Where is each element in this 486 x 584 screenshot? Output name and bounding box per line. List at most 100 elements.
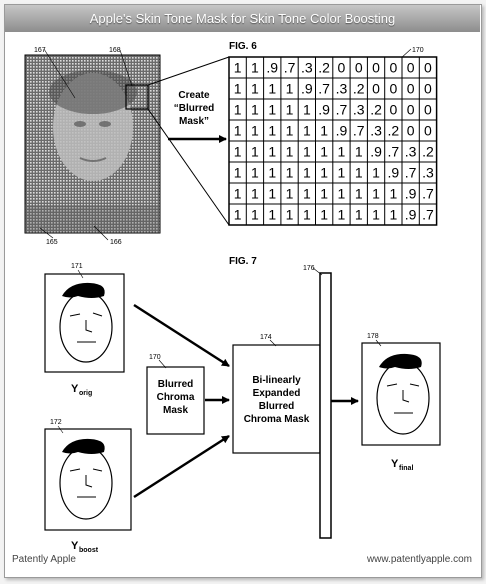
y-orig-label: Y (71, 383, 79, 395)
fig6-label: FIG. 6 (229, 41, 257, 52)
chroma-line-3: Mask (163, 405, 188, 416)
grid-cell-value: .7 (388, 144, 400, 160)
combiner-bar (319, 272, 332, 539)
expanded-line-3: Blurred (259, 401, 295, 412)
grid-cell-value: 1 (286, 165, 294, 181)
grid-cell-value: .2 (370, 102, 382, 118)
grid-cell-value: 1 (234, 144, 242, 160)
grid-cell-value: .7 (422, 207, 434, 223)
grid-cell-value: 1 (338, 186, 346, 202)
grid-cell-value: 0 (424, 81, 432, 97)
grid-cell-value: 1 (234, 165, 242, 181)
ref-174: 174 (260, 334, 272, 341)
grid-cell-value: 1 (372, 165, 380, 181)
grid-cell-value: .3 (422, 165, 434, 181)
grid-cell-value: 0 (407, 81, 415, 97)
grid-cell-value: 1 (268, 102, 276, 118)
y-boost-subscript: boost (79, 547, 99, 554)
grid-cell-value: 1 (303, 123, 311, 139)
grid-cell-value: 1 (320, 123, 328, 139)
grid-cell-value: 1 (268, 186, 276, 202)
grid-cell-value: 1 (251, 81, 259, 97)
ref-170-grid: 170 (412, 47, 424, 54)
leader-171 (77, 269, 84, 279)
grid-cell-value: 1 (303, 144, 311, 160)
zoom-region-box (125, 84, 149, 110)
grid-cell-value: 0 (389, 102, 397, 118)
grid-cell-value: 1 (268, 144, 276, 160)
create-line-2: “Blurred (174, 103, 215, 114)
leader-167 (43, 48, 76, 99)
grid-cell-value: 1 (286, 102, 294, 118)
grid-cell-value: .7 (336, 102, 348, 118)
grid-cell-value: 1 (389, 207, 397, 223)
grid-cell-value: .3 (336, 81, 348, 97)
grid-cell-value: .7 (353, 123, 365, 139)
ref-171: 171 (71, 263, 83, 270)
grid-cell-value: 1 (389, 186, 397, 202)
grid-cell-value: 1 (234, 102, 242, 118)
grid-cell-value: 1 (251, 207, 259, 223)
grid-cell-value: 1 (372, 207, 380, 223)
grid-cell-value: 1 (234, 123, 242, 139)
expanded-line-4: Chroma Mask (244, 414, 310, 425)
grid-cell-value: 1 (372, 186, 380, 202)
leader-172 (57, 425, 64, 434)
grid-cell-value: 0 (424, 60, 432, 76)
create-line-3: Mask” (179, 116, 209, 127)
leader-165 (39, 227, 54, 239)
grid-cell-value: .2 (318, 60, 330, 76)
arrow-boost-to-expanded (133, 434, 230, 499)
ref-167: 167 (34, 47, 46, 54)
grid-cell-value: 1 (234, 81, 242, 97)
footer-url: www.patentlyapple.com (366, 554, 472, 565)
grid-cell-value: .9 (405, 207, 417, 223)
grid-cell-value: 1 (286, 207, 294, 223)
grid-cell-value: .9 (301, 81, 313, 97)
ref-165: 165 (46, 239, 58, 246)
grid-cell-value: 0 (407, 102, 415, 118)
grid-cell-value: 1 (303, 165, 311, 181)
grid-cell-value: 1 (286, 81, 294, 97)
grid-cell-value: 1 (320, 165, 328, 181)
leader-176 (312, 267, 323, 276)
grid-cell-value: 1 (268, 207, 276, 223)
expanded-mask-box (232, 344, 321, 454)
ref-178: 178 (367, 333, 379, 340)
fig7-label: FIG. 7 (229, 256, 257, 267)
grid-cell-value: 1 (251, 144, 259, 160)
grid-cell-value: 1 (320, 207, 328, 223)
ref-172: 172 (50, 419, 62, 426)
grid-cell-value: 1 (355, 186, 363, 202)
leader-174 (269, 339, 277, 347)
grid-cell-value: 0 (372, 81, 380, 97)
grid-cell-value: .9 (336, 123, 348, 139)
grid-cell-value: 1 (251, 165, 259, 181)
grid-cell-value: .7 (422, 186, 434, 202)
arrow-orig-to-expanded (133, 303, 230, 368)
grid-cell-value: 1 (338, 165, 346, 181)
grid-cell-value: 1 (234, 207, 242, 223)
grid-cell-value: .3 (405, 144, 417, 160)
expanded-line-1: Bi-linearly (252, 375, 301, 386)
chroma-mask-box (146, 366, 205, 435)
ref-166: 166 (110, 239, 122, 246)
ref-176: 176 (303, 265, 315, 272)
grid-cell-value: .3 (353, 102, 365, 118)
grid-cell-value: 1 (286, 144, 294, 160)
grid-cell-value: .2 (422, 144, 434, 160)
grid-cell-value: 1 (303, 207, 311, 223)
expanded-line-2: Expanded (253, 388, 301, 399)
grid-cell-value: 1 (355, 165, 363, 181)
grid-cell-value: 0 (424, 123, 432, 139)
grid-cell-value: 1 (251, 60, 259, 76)
zoom-line-top (147, 56, 230, 86)
grid-cell-value: 1 (286, 123, 294, 139)
grid-cell-value: 1 (338, 144, 346, 160)
grid-cell-value: .2 (353, 81, 365, 97)
grid-cell-value: 1 (268, 81, 276, 97)
grid-cell-value: 0 (372, 60, 380, 76)
grid-cell-value: 1 (251, 123, 259, 139)
